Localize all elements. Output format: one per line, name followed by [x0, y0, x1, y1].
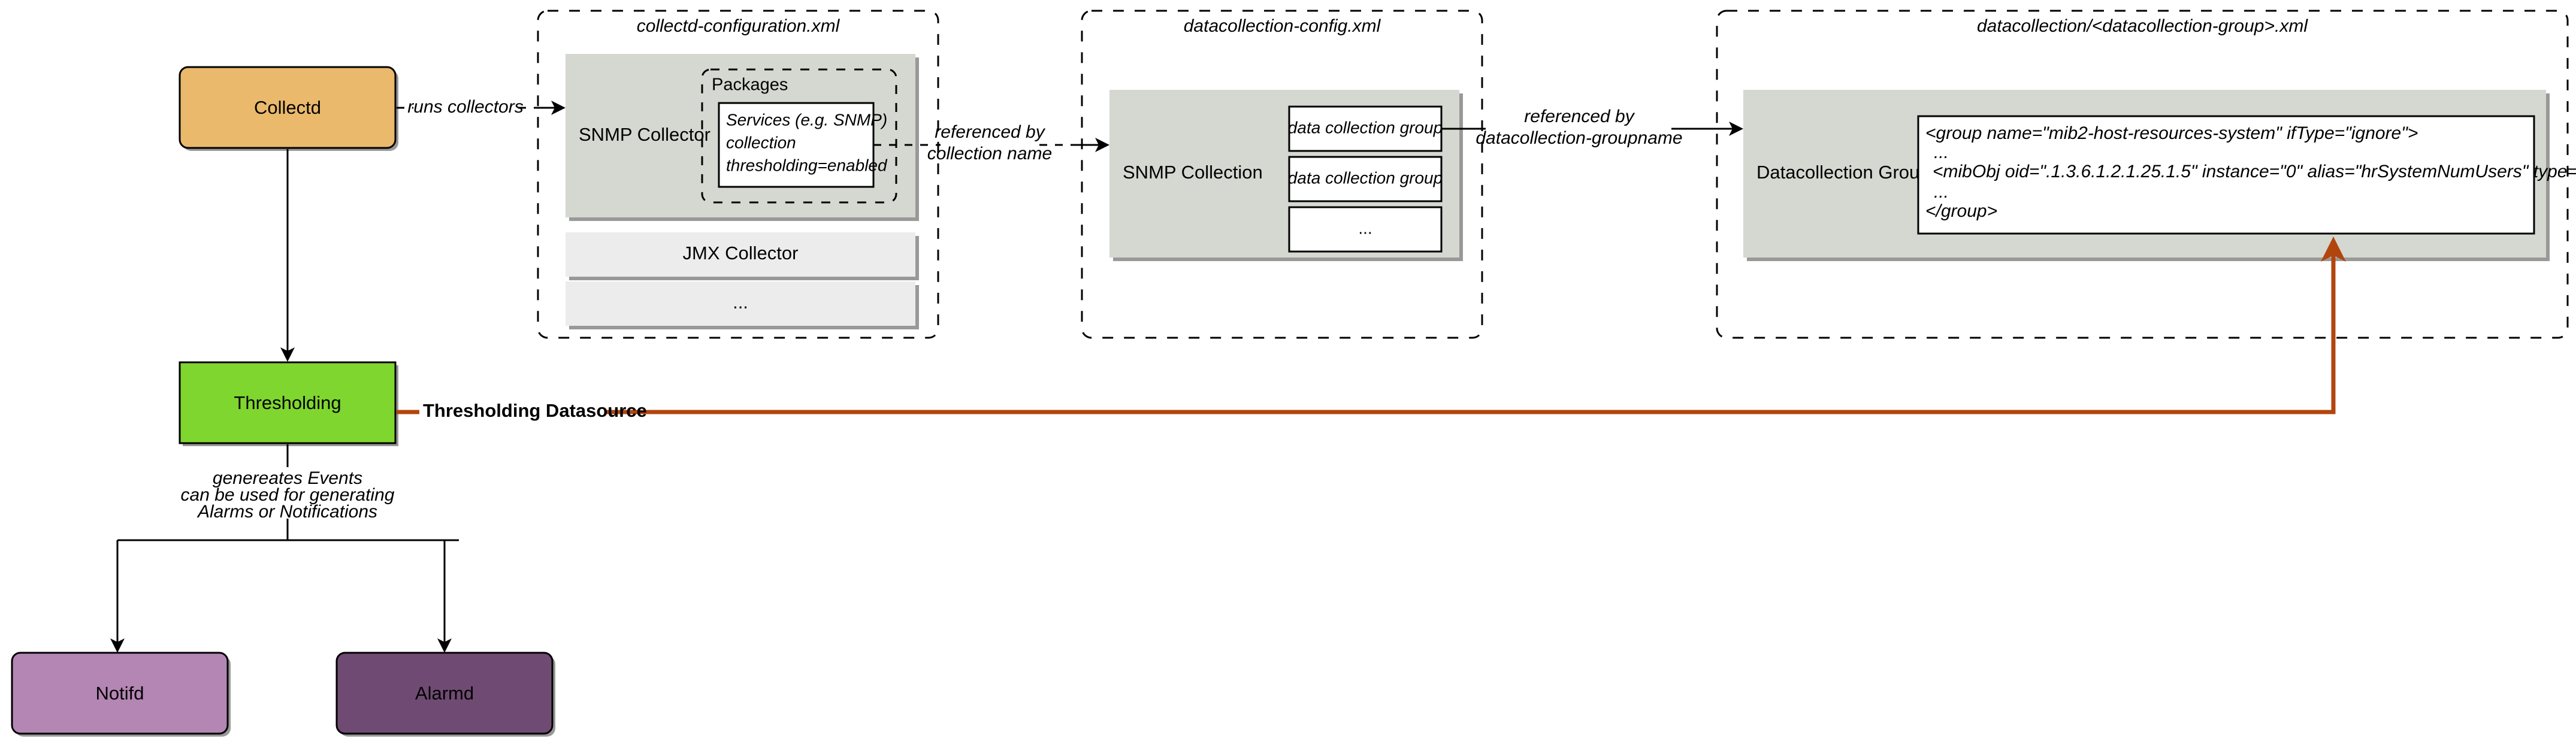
container-collectd-configuration: collectd-configuration.xml SNMP Collecto… — [537, 10, 939, 339]
code-block-box — [1917, 115, 2535, 235]
data-collection-group-box-1 — [1288, 105, 1443, 152]
packages-label: Packages — [712, 75, 788, 95]
container-datacollection-group-file-border — [1716, 10, 2569, 339]
thresholding-box — [179, 361, 397, 444]
edge-generates-events-label-3: Alarms or Notifications — [196, 502, 377, 522]
container-collectd-configuration-border — [537, 10, 939, 339]
container-datacollection-config: datacollection-config.xml SNMP Collectio… — [1081, 10, 1483, 339]
services-line-3: thresholding=enabled — [726, 156, 888, 174]
container-collectd-configuration-title: collectd-configuration.xml — [637, 16, 840, 36]
container-datacollection-config-border — [1081, 10, 1483, 339]
edge-ref-collection-label-2: collection name — [927, 144, 1052, 163]
snmp-collection-label: SNMP Collection — [1123, 162, 1263, 183]
thresholding-label: Thresholding — [234, 392, 341, 413]
notifd-label: Notifd — [96, 683, 144, 704]
datacollection-group-label: Datacollection Group — [1756, 162, 1930, 183]
edge-generates-events-label-2: can be used for generating — [181, 485, 395, 505]
jmx-collector-label: JMX Collector — [683, 243, 799, 264]
collector-more-panel — [566, 281, 915, 326]
node-collectd[interactable]: Collectd — [179, 66, 398, 151]
code-line-2: ... — [1934, 143, 1949, 162]
node-alarmd[interactable]: Alarmd — [335, 652, 555, 737]
container-datacollection-group-file-title: datacollection/<datacollection-group>.xm… — [1977, 16, 2308, 36]
collectd-box — [179, 66, 397, 149]
code-line-3: <mibObj oid=".1.3.6.1.2.1.25.1.5" instan… — [1933, 162, 2576, 181]
collectd-label: Collectd — [254, 97, 321, 118]
container-datacollection-group-file: datacollection/<datacollection-group>.xm… — [1716, 10, 2576, 339]
edge-thresholding-datasource-label: Thresholding Datasource — [423, 400, 647, 421]
collector-more-label: ... — [733, 292, 748, 313]
edge-generates-events: genereates Events can be used for genera… — [110, 444, 459, 653]
data-collection-group-box-3 — [1288, 206, 1443, 253]
edge-referenced-by-groupname: referenced by datacollection-groupname — [1441, 107, 1743, 148]
snmp-collector-label: SNMP Collector — [579, 124, 710, 145]
data-collection-group-label-2: data collection group — [1288, 168, 1443, 187]
data-collection-group-label-3: ... — [1358, 219, 1372, 237]
code-line-5: </group> — [1925, 201, 1997, 221]
edge-thresholding-datasource: Thresholding Datasource — [397, 237, 2346, 421]
data-collection-group-label-1: data collection group — [1288, 118, 1443, 137]
edge-runs-collectors-label: runs collectors — [407, 97, 523, 117]
edge-referenced-by-collection-name: referenced by collection name — [873, 122, 1109, 163]
edge-generates-events-label-1: genereates Events — [213, 468, 362, 488]
edge-thresholding-datasource-line — [605, 237, 2346, 414]
code-line-1: <group name="mib2-host-resources-system"… — [1925, 123, 2418, 143]
edge-ref-collection-label-1: referenced by — [935, 122, 1045, 142]
services-line-2: collection — [726, 133, 796, 152]
edge-ref-groupname-label-1: referenced by — [1524, 107, 1635, 126]
jmx-collector-panel — [566, 232, 915, 277]
data-collection-group-box-2 — [1288, 156, 1443, 202]
container-datacollection-config-title: datacollection-config.xml — [1184, 16, 1381, 36]
services-line-1: Services (e.g. SNMP) — [726, 110, 887, 129]
code-line-4: ... — [1934, 182, 1949, 202]
node-thresholding[interactable]: Thresholding — [179, 361, 398, 446]
edge-ref-groupname-label-2: datacollection-groupname — [1476, 128, 1682, 148]
node-notifd[interactable]: Notifd — [11, 652, 231, 737]
edge-runs-collectors: runs collectors — [397, 97, 566, 117]
alarmd-label: Alarmd — [415, 683, 474, 704]
alarmd-box — [335, 652, 554, 735]
notifd-box — [11, 652, 229, 735]
